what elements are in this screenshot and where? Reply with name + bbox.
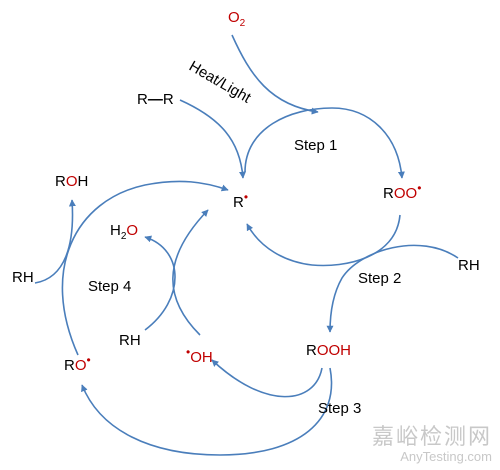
arrow-ro-to-r-radical [61,180,229,356]
o2-label: O2 [228,9,246,29]
oh-radical-label: •OH [186,345,213,366]
rh-right-label: RH [458,257,480,274]
arrow-oh-to-h2o [172,209,209,336]
heat-light-label: Heat/Light [186,58,254,107]
arrow-step3-rooh-to-oh [211,359,323,398]
arrow-o2-to-cycle [231,34,319,115]
roo-radical-label: ROO• [383,181,421,202]
step1-label: Step 1 [294,137,337,154]
arrow-rr-to-r-radical [179,99,246,179]
step3-label: Step 3 [318,400,361,417]
arrow-rh-to-h2o [144,235,176,331]
rh-left-label: RH [12,269,34,286]
h2o-label: H2O [110,222,138,242]
rr-label: R—R [137,91,174,108]
rh-center-label: RH [119,332,141,349]
step4-label: Step 4 [88,278,131,295]
roh-label: ROH [55,173,88,190]
arrow-rh-to-rooh [326,244,459,333]
watermark: 嘉峪检测网 AnyTesting.com [372,426,492,464]
arrow-step2-roo-to-r [246,214,401,267]
r-radical-label: R• [233,190,248,211]
watermark-cn: 嘉峪检测网 [371,425,492,450]
ro-radical-label: RO• [64,353,91,374]
step2-label: Step 2 [358,270,401,287]
rooh-label: ROOH [306,342,351,359]
arrow-step1-r-to-roo [244,107,405,179]
watermark-en: AnyTesting.com [400,449,492,464]
arrow-step3-rooh-to-ro [81,367,333,456]
arrow-rh-to-roh [34,199,76,284]
